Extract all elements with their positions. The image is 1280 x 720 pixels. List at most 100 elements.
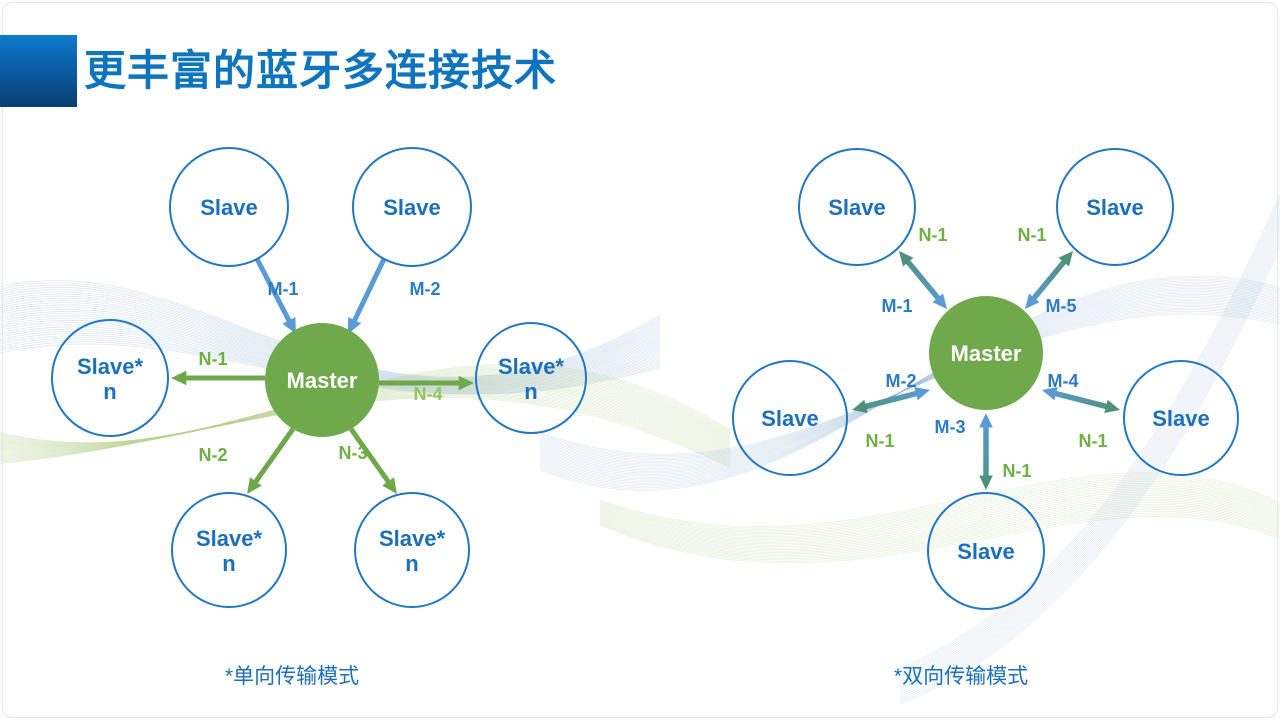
wave-line — [539, 282, 1280, 486]
wave-line — [899, 197, 1280, 673]
wave-line — [899, 226, 1280, 692]
slave-node: Slave — [927, 492, 1045, 610]
wave-line — [539, 309, 1280, 459]
wave-line — [539, 304, 1280, 464]
wave-line — [599, 482, 1280, 536]
slave-label: Slave — [761, 406, 819, 431]
wave-line — [599, 484, 1280, 537]
link-label-master: M-1 — [882, 296, 913, 316]
wave-line — [539, 288, 1280, 480]
wave-line — [899, 203, 1280, 676]
arrowhead — [282, 317, 296, 334]
wave-line — [539, 280, 1280, 487]
wave-line — [599, 495, 1280, 546]
arrowhead — [458, 375, 474, 391]
slave-circle — [171, 492, 287, 608]
link-label: M-1 — [268, 279, 299, 299]
slave-node: Slave*n — [475, 322, 587, 434]
wave-line — [599, 477, 1280, 532]
wave-line — [899, 192, 1280, 669]
wave-line — [599, 505, 1280, 555]
wave-line — [599, 516, 1280, 564]
wave-line — [0, 280, 661, 378]
arrow-shaft — [862, 390, 920, 410]
wave-line — [899, 229, 1280, 694]
arrowhead — [171, 370, 187, 386]
right-diagram-caption: *双向传输模式 — [893, 665, 1029, 688]
arrow-shaft — [254, 257, 293, 325]
arrowhead — [382, 477, 397, 494]
wave-line — [899, 246, 1280, 705]
wave-line — [539, 277, 1280, 490]
wave-line — [899, 218, 1280, 686]
slave-label: Slave — [1086, 195, 1144, 220]
slave-label: Slave*n — [77, 354, 143, 404]
wave-line — [599, 507, 1280, 556]
wave-line — [599, 500, 1280, 550]
arrowhead — [932, 293, 947, 309]
wave-line — [599, 509, 1280, 558]
wave-line — [539, 298, 1280, 469]
wave-line — [599, 511, 1280, 559]
arrowhead — [1104, 399, 1120, 414]
link-label: N-3 — [338, 443, 367, 463]
wave-line — [599, 479, 1280, 533]
wave-line — [599, 498, 1280, 549]
wave-line — [899, 200, 1280, 675]
wave-line — [599, 489, 1280, 542]
slave-circle — [51, 319, 169, 437]
arrowhead — [1025, 293, 1040, 309]
link-label: N-2 — [198, 445, 227, 465]
slave-circle — [352, 147, 472, 267]
wave-line — [539, 294, 1280, 474]
slave-circle — [732, 360, 848, 476]
wave-line — [539, 300, 1280, 468]
link-label-master: M-4 — [1048, 371, 1079, 391]
slave-label: Slave — [957, 539, 1015, 564]
arrow-shaft — [904, 257, 942, 303]
arrowhead — [852, 399, 868, 414]
wave-line — [539, 286, 1280, 481]
arrowhead — [348, 317, 362, 334]
slave-label: Slave — [828, 195, 886, 220]
arrowhead — [914, 386, 930, 401]
wave-line — [599, 488, 1280, 540]
wave-line — [539, 292, 1280, 475]
slave-node: Slave — [798, 148, 916, 266]
wave-line — [599, 472, 1280, 528]
wave-line — [599, 481, 1280, 535]
arrowhead — [1058, 251, 1073, 267]
wave-line — [599, 475, 1280, 530]
wave-line — [539, 303, 1280, 465]
slave-node: Slave*n — [354, 492, 470, 608]
master-circle — [265, 323, 379, 437]
wave-line — [539, 306, 1280, 462]
title-accent-square — [0, 35, 77, 107]
slave-node: Slave*n — [51, 319, 169, 437]
master-circle — [929, 296, 1043, 410]
link-label-master: M-5 — [1046, 296, 1077, 316]
arrow-shaft — [251, 427, 296, 486]
slave-node: Slave — [169, 147, 289, 267]
link-label: N-4 — [413, 384, 442, 404]
slave-node: Slave*n — [171, 492, 287, 608]
slave-circle — [1056, 148, 1174, 266]
master-label: Master — [951, 341, 1022, 366]
arrowhead — [979, 475, 993, 490]
slave-label: Slave*n — [196, 526, 262, 576]
master-node: Master — [929, 296, 1043, 410]
link-label: N-1 — [198, 349, 227, 369]
arrow-shaft — [350, 257, 387, 325]
slave-label: Slave — [200, 195, 258, 220]
wave-line — [899, 209, 1280, 680]
slave-label: Slave — [1152, 406, 1210, 431]
wave-line — [539, 312, 1280, 456]
slave-circle — [169, 147, 289, 267]
link-label-slave: N-1 — [1078, 431, 1107, 451]
link-label-master: M-2 — [886, 371, 917, 391]
wave-line — [599, 491, 1280, 543]
